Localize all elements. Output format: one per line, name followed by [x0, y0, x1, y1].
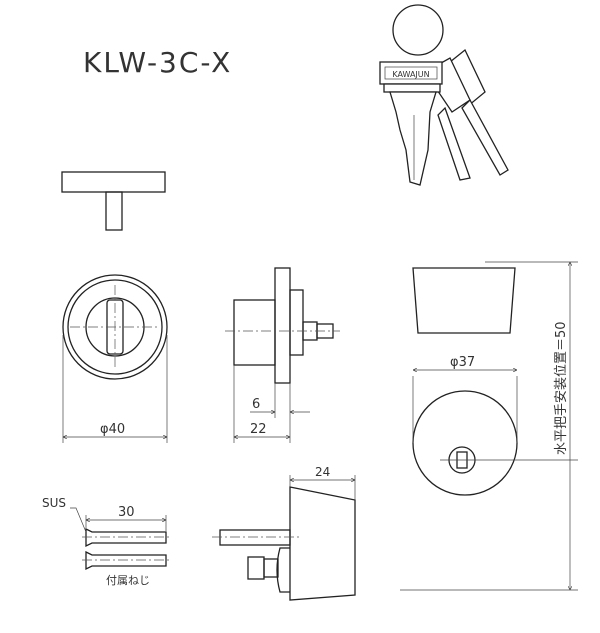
keys-illustration: KAWAJUN [379, 4, 509, 186]
screws: 30 SUS 付属ねじ [42, 496, 172, 587]
cylinder-diameter-label: φ37 [450, 355, 475, 370]
cylinder-top-view [412, 267, 516, 334]
thumb-turn-front-view: φ40 [62, 274, 168, 443]
cylinder-side-view: 24 [212, 465, 356, 601]
screw-caption: 付属ねじ [106, 574, 150, 587]
screw-material-label: SUS [42, 496, 66, 510]
cylinder-depth-label: 24 [315, 465, 330, 479]
key-brand-label: KAWAJUN [392, 70, 429, 79]
screw-length-label: 30 [118, 505, 135, 520]
front-diameter-label: φ40 [100, 422, 125, 437]
model-title: KLW-3C-X [83, 46, 232, 79]
flange-thickness-label: 6 [252, 397, 260, 412]
handle-position-label: 水平把手安装位置＝50 [554, 321, 569, 455]
cylinder-front-view: φ37 水平把手安装位置＝50 [400, 261, 578, 591]
thumb-turn-side-view [61, 171, 166, 231]
body-depth-label: 22 [250, 422, 267, 437]
lock-side-view: 6 22 [225, 267, 340, 443]
